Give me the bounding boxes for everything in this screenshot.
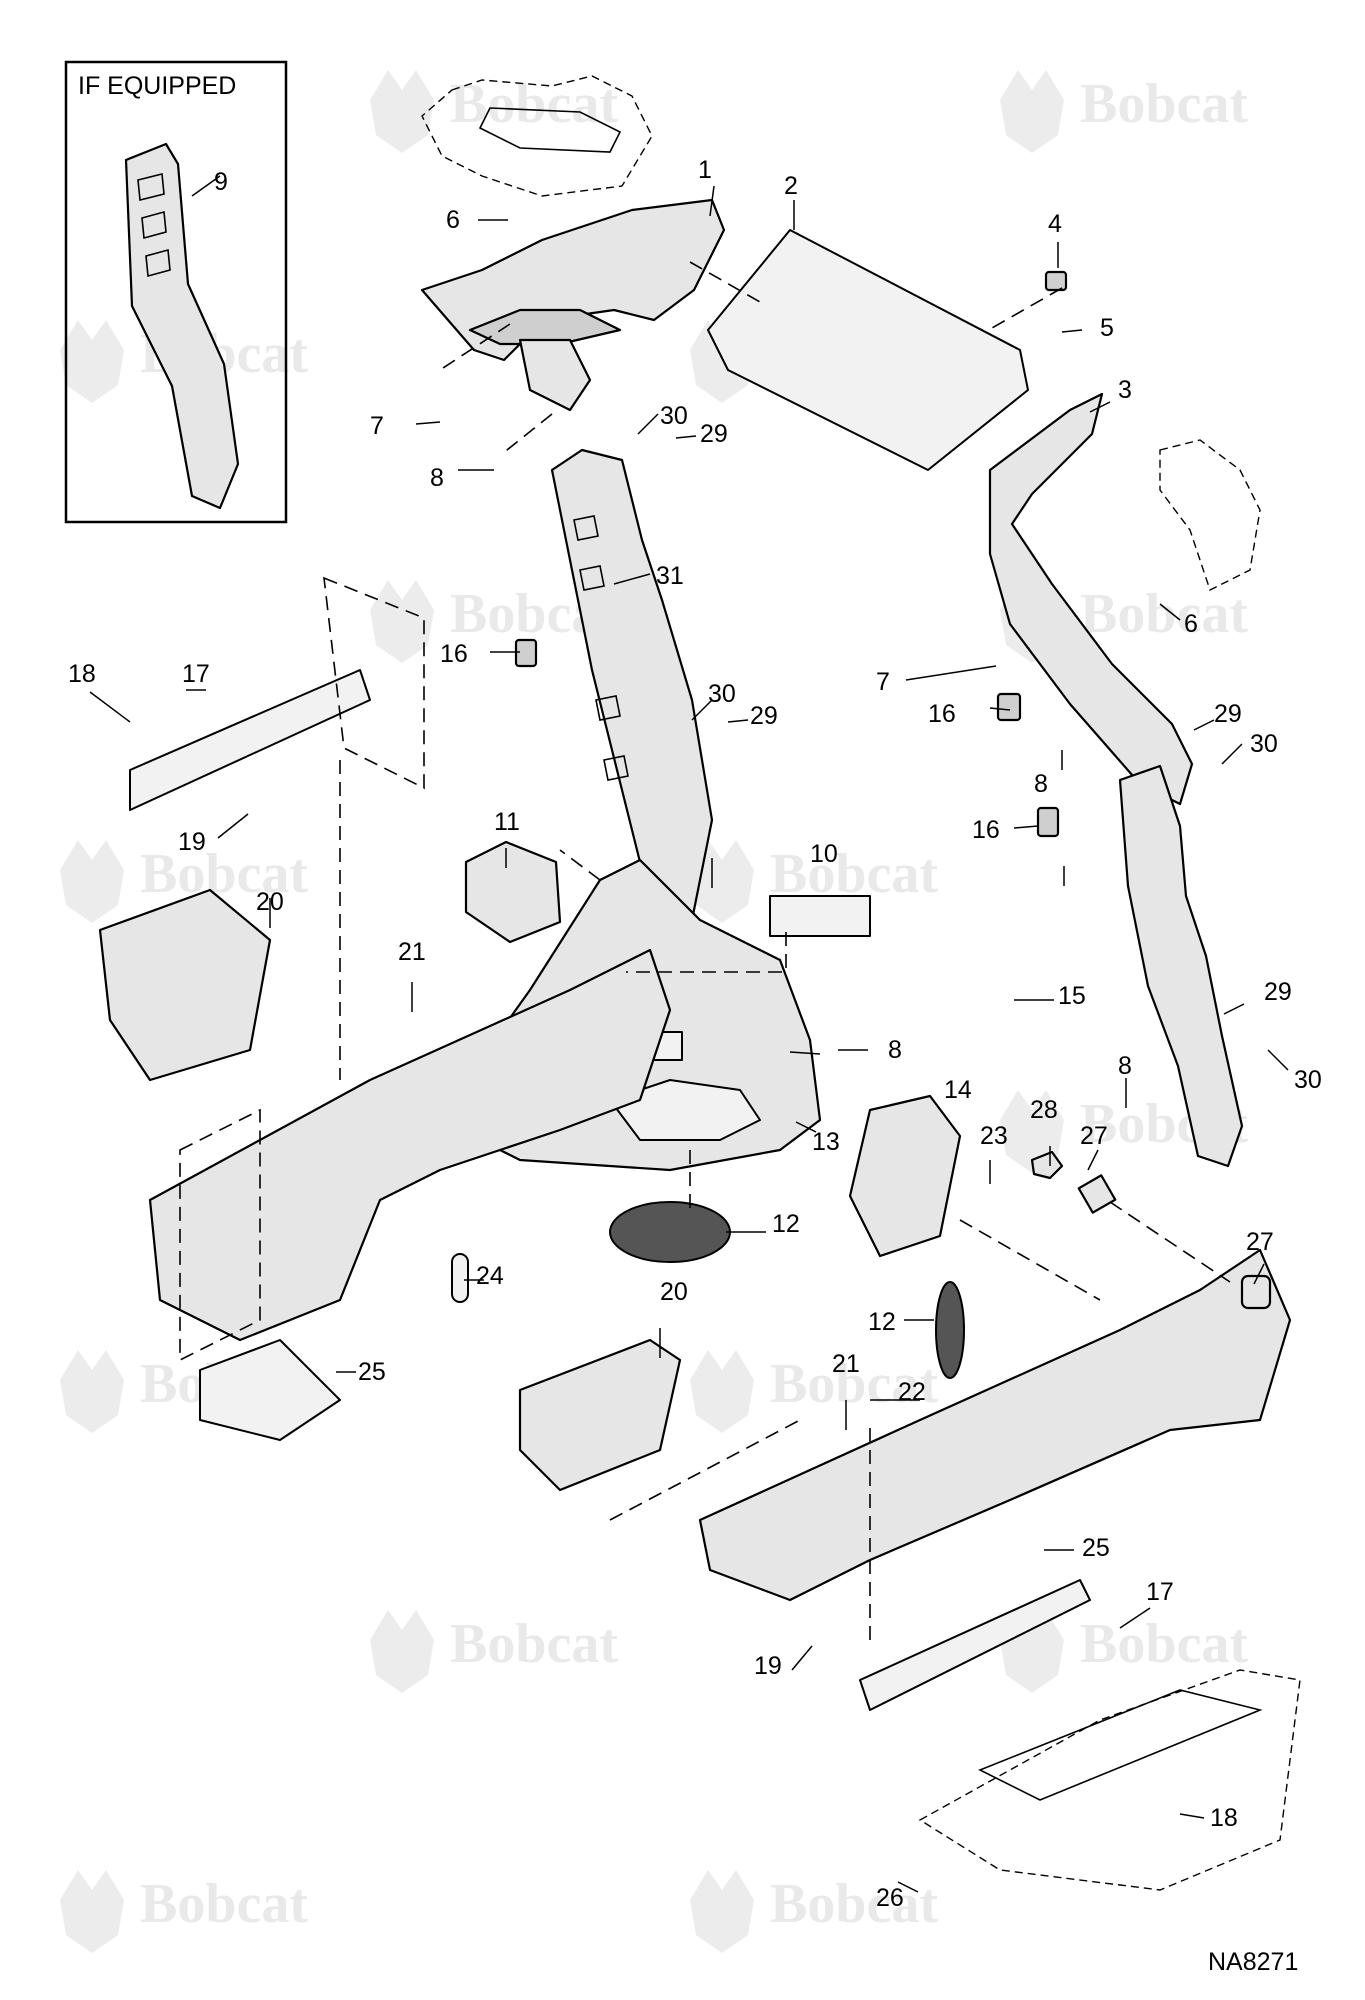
watermark-logo [690,1870,754,1953]
callout-29a: 29 [700,420,728,448]
watermark-logo [370,580,434,663]
watermark: Bobcat [690,1350,938,1433]
watermark: Bobcat [370,1610,618,1693]
callout-numbers: 1 2 3 4 5 6 6 7 7 8 8 8 8 9 10 11 12 12 … [68,156,1322,1912]
callout-6a: 6 [446,206,460,234]
callout-15: 15 [1058,982,1086,1010]
watermark-logo [370,70,434,153]
part-shapes [98,75,1301,1891]
watermark-logo [690,840,754,923]
callout-30b: 30 [708,680,736,708]
callout-29d: 29 [1264,978,1292,1006]
callout-30d: 30 [1294,1066,1322,1094]
watermark-text: Bobcat [140,843,308,905]
callout-16a: 16 [440,640,468,668]
watermark-logo [60,1350,124,1433]
callout-23: 23 [980,1122,1008,1150]
callout-25b: 25 [1082,1534,1110,1562]
callout-12a: 12 [772,1210,800,1238]
assembly-lines [179,261,1231,1640]
callout-30c: 30 [1250,730,1278,758]
watermark-logo [690,1350,754,1433]
callout-21a: 21 [398,938,426,966]
callout-31: 31 [656,562,684,590]
callout-18a: 18 [68,660,96,688]
callout-2: 2 [784,172,798,200]
watermark-text: Bobcat [450,73,618,135]
callout-26: 26 [876,1884,904,1912]
watermark-text: Bobcat [1080,583,1248,645]
callout-20a: 20 [256,888,284,916]
watermark-logo [1000,70,1064,153]
callout-29b: 29 [750,702,778,730]
callout-29c: 29 [1214,700,1242,728]
callout-18b: 18 [1210,1804,1238,1832]
callout-25a: 25 [358,1358,386,1386]
watermark-logo [1000,1090,1064,1173]
callout-8b: 8 [1034,770,1048,798]
callout-20b: 20 [660,1278,688,1306]
watermark-text: Bobcat [770,1873,938,1935]
figure-code: NA8271 [1208,1948,1298,1976]
callout-13: 13 [812,1128,840,1156]
watermark-logo [60,840,124,923]
callout-24: 24 [476,1262,504,1290]
callout-8c: 8 [1118,1052,1132,1080]
watermark: Bobcat [1000,70,1248,153]
callout-14: 14 [944,1076,972,1104]
watermark-text: Bobcat [1080,73,1248,135]
callout-3: 3 [1118,376,1132,404]
watermark: Bobcat [370,70,618,153]
callout-10: 10 [810,840,838,868]
callout-28: 28 [1030,1096,1058,1124]
leader-lines [89,175,1289,1893]
inset-box: IF EQUIPPED [64,60,288,524]
watermark-logo [60,1870,124,1953]
callout-27b: 27 [1246,1228,1274,1256]
watermark-logo [370,1610,434,1693]
callout-30a: 30 [660,402,688,430]
callout-11: 11 [494,808,520,836]
callout-21b: 21 [832,1350,860,1378]
callout-7b: 7 [876,668,890,696]
callout-9: 9 [214,168,228,196]
callout-8a: 8 [430,464,444,492]
callout-17a: 17 [182,660,210,688]
callout-16c: 16 [972,816,1000,844]
watermark-text: Bobcat [770,843,938,905]
callout-7a: 7 [370,412,384,440]
watermark: Bobcat [60,840,308,923]
watermark: Bobcat [690,1870,938,1953]
callout-16b: 16 [928,700,956,728]
watermark-text: Bobcat [450,1613,618,1675]
callout-6b: 6 [1184,610,1198,638]
callout-17b: 17 [1146,1578,1174,1606]
watermark: Bobcat [690,840,938,923]
watermark-text: Bobcat [140,1873,308,1935]
callout-12b: 12 [868,1308,896,1336]
callout-4: 4 [1048,210,1062,238]
callout-22: 22 [898,1378,926,1406]
callout-19b: 19 [754,1652,782,1680]
callout-1: 1 [698,156,712,184]
watermark-logo [60,320,124,403]
callout-27a: 27 [1080,1122,1108,1150]
inset-label: IF EQUIPPED [78,72,236,100]
callout-8d: 8 [888,1036,902,1064]
callout-19a: 19 [178,828,206,856]
watermark: Bobcat [60,1870,308,1953]
callout-5: 5 [1100,314,1114,342]
watermark-text: Bobcat [1080,1613,1248,1675]
watermark-text: Bobcat [770,1353,938,1415]
